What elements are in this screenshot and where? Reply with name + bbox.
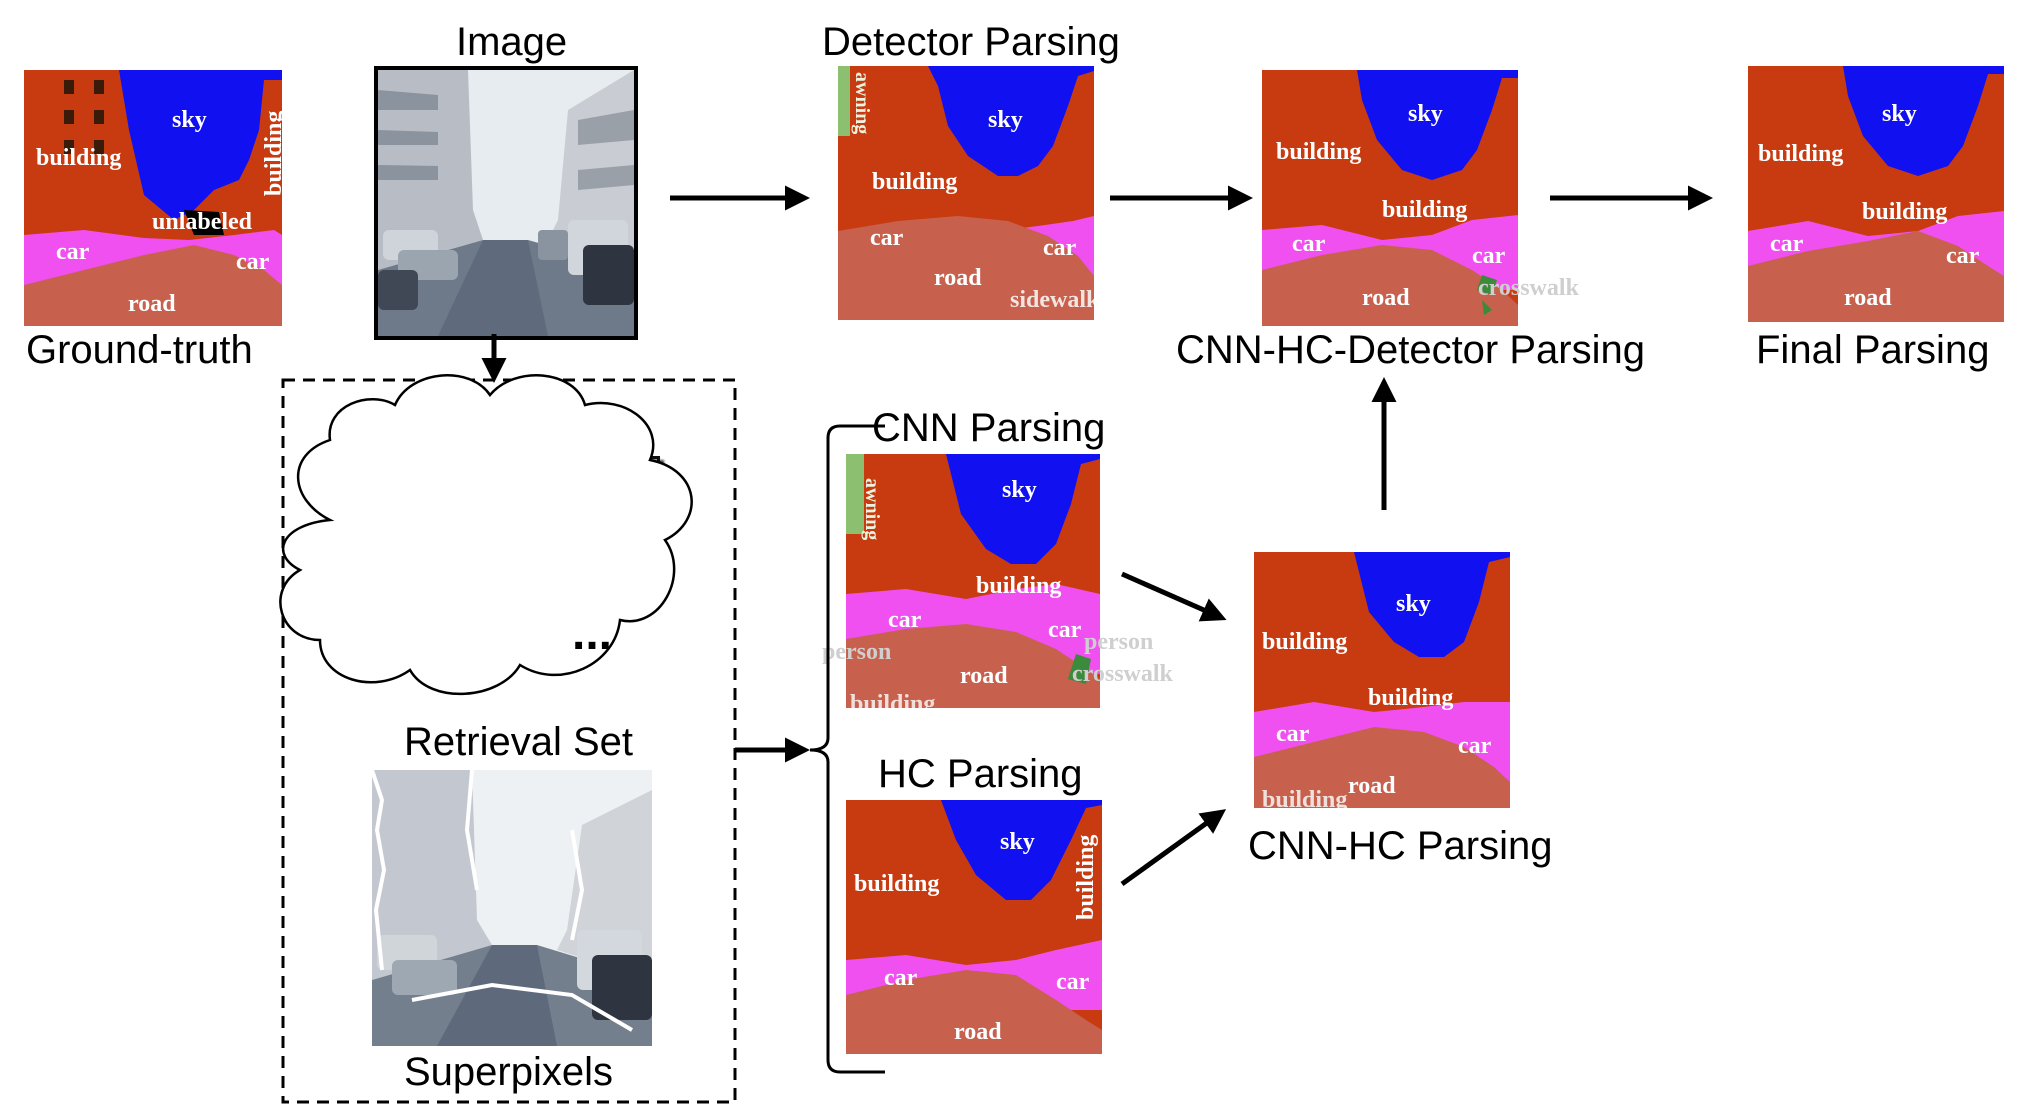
caption-superpixels: Superpixels: [404, 1050, 614, 1094]
detector-parsing: awning sky building car car road sidewal…: [838, 66, 1094, 320]
arrow-cnn-to-cnnhc: [1120, 571, 1227, 622]
label-road: road: [128, 291, 176, 317]
cnn-hc-detector-parsing: sky building building car car road: [1262, 70, 1518, 326]
label-building: building: [1276, 139, 1362, 165]
superpixels-image: [372, 770, 652, 1046]
label-sidewalk: sidewalk: [1010, 287, 1094, 313]
label-road: road: [1844, 285, 1892, 311]
caption-detector-parsing: Detector Parsing: [822, 20, 1120, 64]
cnn-hc-parsing: sky building building car car road build…: [1254, 552, 1510, 808]
label-building: building: [854, 871, 940, 897]
caption-ground-truth: Ground-truth: [26, 328, 253, 372]
label-building: building: [1758, 141, 1844, 167]
label-sky: sky: [1002, 477, 1037, 503]
label-road: road: [1362, 285, 1410, 311]
label-building-middle: building: [1368, 685, 1454, 711]
label-car-left: car: [1770, 231, 1804, 257]
caption-image: Image: [456, 20, 568, 64]
label-building: building: [872, 169, 958, 195]
final-parsing: sky building building car car road: [1748, 66, 2004, 322]
label-car-left: car: [870, 225, 904, 251]
label-person-left-overflow: person: [822, 639, 892, 665]
ground-truth-parsing: sky building building unlabeled car car …: [24, 70, 282, 326]
label-awning: awning: [861, 478, 883, 541]
label-road: road: [954, 1019, 1002, 1045]
label-car-left: car: [884, 965, 918, 991]
label-building-vertical: building: [261, 110, 282, 196]
label-car-right: car: [236, 249, 270, 275]
label-building-middle: building: [1382, 197, 1468, 223]
label-building-bottom: building: [850, 691, 936, 708]
hc-parsing: sky building building car car road: [846, 800, 1102, 1054]
label-car-left: car: [888, 607, 922, 633]
label-building: building: [1262, 629, 1348, 655]
label-car-left: car: [1276, 721, 1310, 747]
label-road: road: [1348, 773, 1396, 799]
label-car-left: car: [1292, 231, 1326, 257]
retrieval-ellipsis: ...: [572, 607, 613, 660]
label-car-left: car: [56, 239, 90, 265]
label-sky: sky: [1396, 591, 1431, 617]
retrieval-cloud: [279, 374, 693, 696]
label-building: building: [36, 145, 122, 171]
label-building: building: [976, 573, 1062, 599]
caption-final-parsing: Final Parsing: [1756, 328, 1990, 372]
label-car-right: car: [1946, 243, 1980, 269]
label-crosswalk-cnn-overflow: crosswalk: [1072, 661, 1173, 687]
label-person-right-overflow: person: [1084, 629, 1154, 655]
label-sky: sky: [172, 107, 207, 133]
label-sky: sky: [1408, 101, 1443, 127]
caption-retrieval-set: Retrieval Set: [404, 720, 633, 764]
arrow-hc-to-cnnhc: [1120, 809, 1227, 887]
label-unlabeled: unlabeled: [152, 209, 253, 235]
label-building-vertical: building: [1073, 834, 1099, 920]
caption-hc-parsing: HC Parsing: [878, 752, 1083, 796]
cnn-parsing: awning sky building car car road buildin…: [846, 454, 1100, 708]
brace: [809, 424, 885, 1074]
label-building-bottom: building: [1262, 787, 1348, 808]
caption-cnn-parsing: CNN Parsing: [872, 406, 1106, 450]
label-crosswalk-overflow: crosswalk: [1478, 275, 1579, 301]
caption-cnn-hc-parsing: CNN-HC Parsing: [1248, 824, 1553, 868]
label-awning: awning: [851, 72, 873, 135]
label-road: road: [934, 265, 982, 291]
caption-cnn-hc-detector-parsing: CNN-HC-Detector Parsing: [1176, 328, 1645, 372]
label-sky: sky: [1000, 829, 1035, 855]
label-car-right: car: [1056, 969, 1090, 995]
label-car-right: car: [1458, 733, 1492, 759]
label-building-middle: building: [1862, 199, 1948, 225]
label-car-right: car: [1472, 243, 1506, 269]
label-car-right: car: [1048, 617, 1082, 643]
label-car-right: car: [1043, 235, 1077, 261]
input-image: [374, 66, 638, 340]
label-sky: sky: [988, 107, 1023, 133]
label-road: road: [960, 663, 1008, 689]
label-sky: sky: [1882, 101, 1917, 127]
